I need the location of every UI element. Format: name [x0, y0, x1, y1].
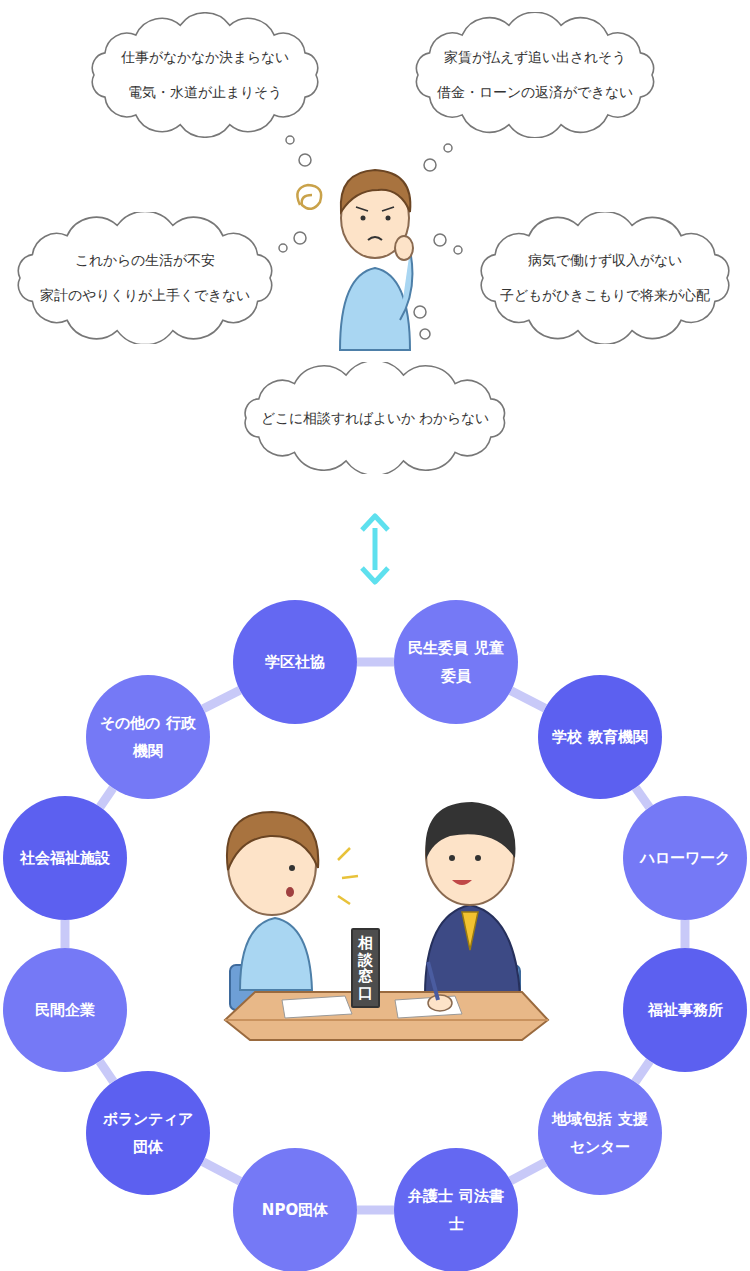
- worry-text: 家計のやりくりが上手くできない: [40, 285, 250, 306]
- agency-name: 地域包括 支援センター: [551, 1105, 649, 1162]
- cloud-outline: [6, 212, 284, 344]
- ring-connector: [100, 1061, 114, 1081]
- ring-connector: [203, 1162, 240, 1181]
- agency-name: 学校 教育機関: [551, 723, 649, 752]
- worry-text: 子どもがひきこもりで将来が心配: [500, 285, 710, 306]
- agency-name: 民生委員 児童委員: [407, 634, 505, 691]
- connector-line: [357, 658, 394, 667]
- ring-connector: [511, 691, 545, 709]
- sign-text: 相談窓口: [358, 935, 373, 1001]
- agency-name: 弁護士 司法書士: [407, 1182, 505, 1239]
- cloud-shape: [18, 212, 271, 344]
- agency-circle: 学校 教育機関: [538, 675, 662, 799]
- ring-connector: [203, 690, 240, 709]
- connector-line: [203, 1162, 240, 1181]
- agency-circle: 地域包括 支援センター: [538, 1071, 662, 1195]
- thought-bubble: 病気で働けず収入がない子どもがひきこもりで将来が心配: [469, 212, 741, 344]
- agency-circle: その他の 行政機関: [86, 675, 210, 799]
- agency-circle: 弁護士 司法書士: [394, 1148, 518, 1271]
- worried-person: [297, 170, 413, 350]
- desk-sign: 相談窓口: [351, 928, 380, 1008]
- agency-circle: 学区社協: [233, 600, 357, 724]
- ring-connector: [635, 1061, 650, 1082]
- worry-text: これからの生活が不安: [75, 250, 215, 271]
- ring-connector: [357, 662, 394, 663]
- connector-line: [100, 1061, 114, 1081]
- worry-text: どこに相談すればよいか わからない: [261, 408, 489, 429]
- agency-circle: 民間企業: [3, 948, 127, 1072]
- ring-connector: [685, 920, 686, 948]
- connector-line: [511, 691, 545, 709]
- ring-connector: [65, 920, 66, 948]
- agency-circle: ハローワーク: [623, 796, 747, 920]
- cloud-shape: [92, 13, 317, 137]
- ring-connector: [100, 788, 113, 807]
- thought-bubble: 家賃が払えず追い出されそう借金・ローンの返済ができない: [404, 12, 666, 138]
- agency-circle: NPO団体: [233, 1148, 357, 1271]
- agency-name: 福祉事務所: [636, 996, 734, 1025]
- thought-bubble: どこに相談すればよいか わからない: [232, 362, 518, 474]
- ring-connector: [357, 1210, 394, 1211]
- cloud-outline: [469, 212, 741, 344]
- worry-text: 家賃が払えず追い出されそう: [444, 47, 626, 68]
- connector-line: [203, 690, 240, 709]
- agency-circle: 民生委員 児童委員: [394, 600, 518, 724]
- connector-line: [636, 788, 650, 808]
- worry-text: 病気で働けず収入がない: [528, 250, 682, 271]
- agency-name: 学区社協: [246, 648, 344, 677]
- worry-text: 仕事がなかなか決まらない: [121, 47, 289, 68]
- cloud-shape: [245, 362, 504, 474]
- agency-circle: 福祉事務所: [623, 948, 747, 1072]
- agency-circle: 社会福祉施設: [3, 796, 127, 920]
- connector-line: [357, 1206, 394, 1215]
- cloud-shape: [481, 212, 728, 344]
- connector-line: [100, 788, 113, 807]
- cloud-outline: [80, 12, 330, 138]
- agency-circle: ボランティア 団体: [86, 1071, 210, 1195]
- thought-bubble: これからの生活が不安家計のやりくりが上手くできない: [6, 212, 284, 344]
- agency-name: 社会福祉施設: [16, 844, 114, 873]
- connector-line: [61, 920, 70, 948]
- thought-bubble: 仕事がなかなか決まらない電気・水道が止まりそう: [80, 12, 330, 138]
- agency-name: ボランティア 団体: [99, 1105, 197, 1162]
- ring-connector: [636, 788, 650, 808]
- consultation-scene: [225, 802, 548, 1040]
- connector-line: [511, 1162, 546, 1181]
- connector-line: [681, 920, 690, 948]
- agency-name: NPO団体: [246, 1196, 344, 1225]
- double-arrow: [362, 516, 388, 582]
- cloud-outline: [404, 12, 666, 138]
- ring-connector: [511, 1162, 546, 1181]
- agency-name: ハローワーク: [636, 844, 734, 873]
- connector-line: [635, 1061, 650, 1082]
- agency-name: 民間企業: [16, 996, 114, 1025]
- worry-text: 借金・ローンの返済ができない: [437, 82, 633, 103]
- worry-text: 電気・水道が止まりそう: [128, 82, 282, 103]
- agency-name: その他の 行政機関: [99, 709, 197, 766]
- cloud-shape: [416, 12, 653, 138]
